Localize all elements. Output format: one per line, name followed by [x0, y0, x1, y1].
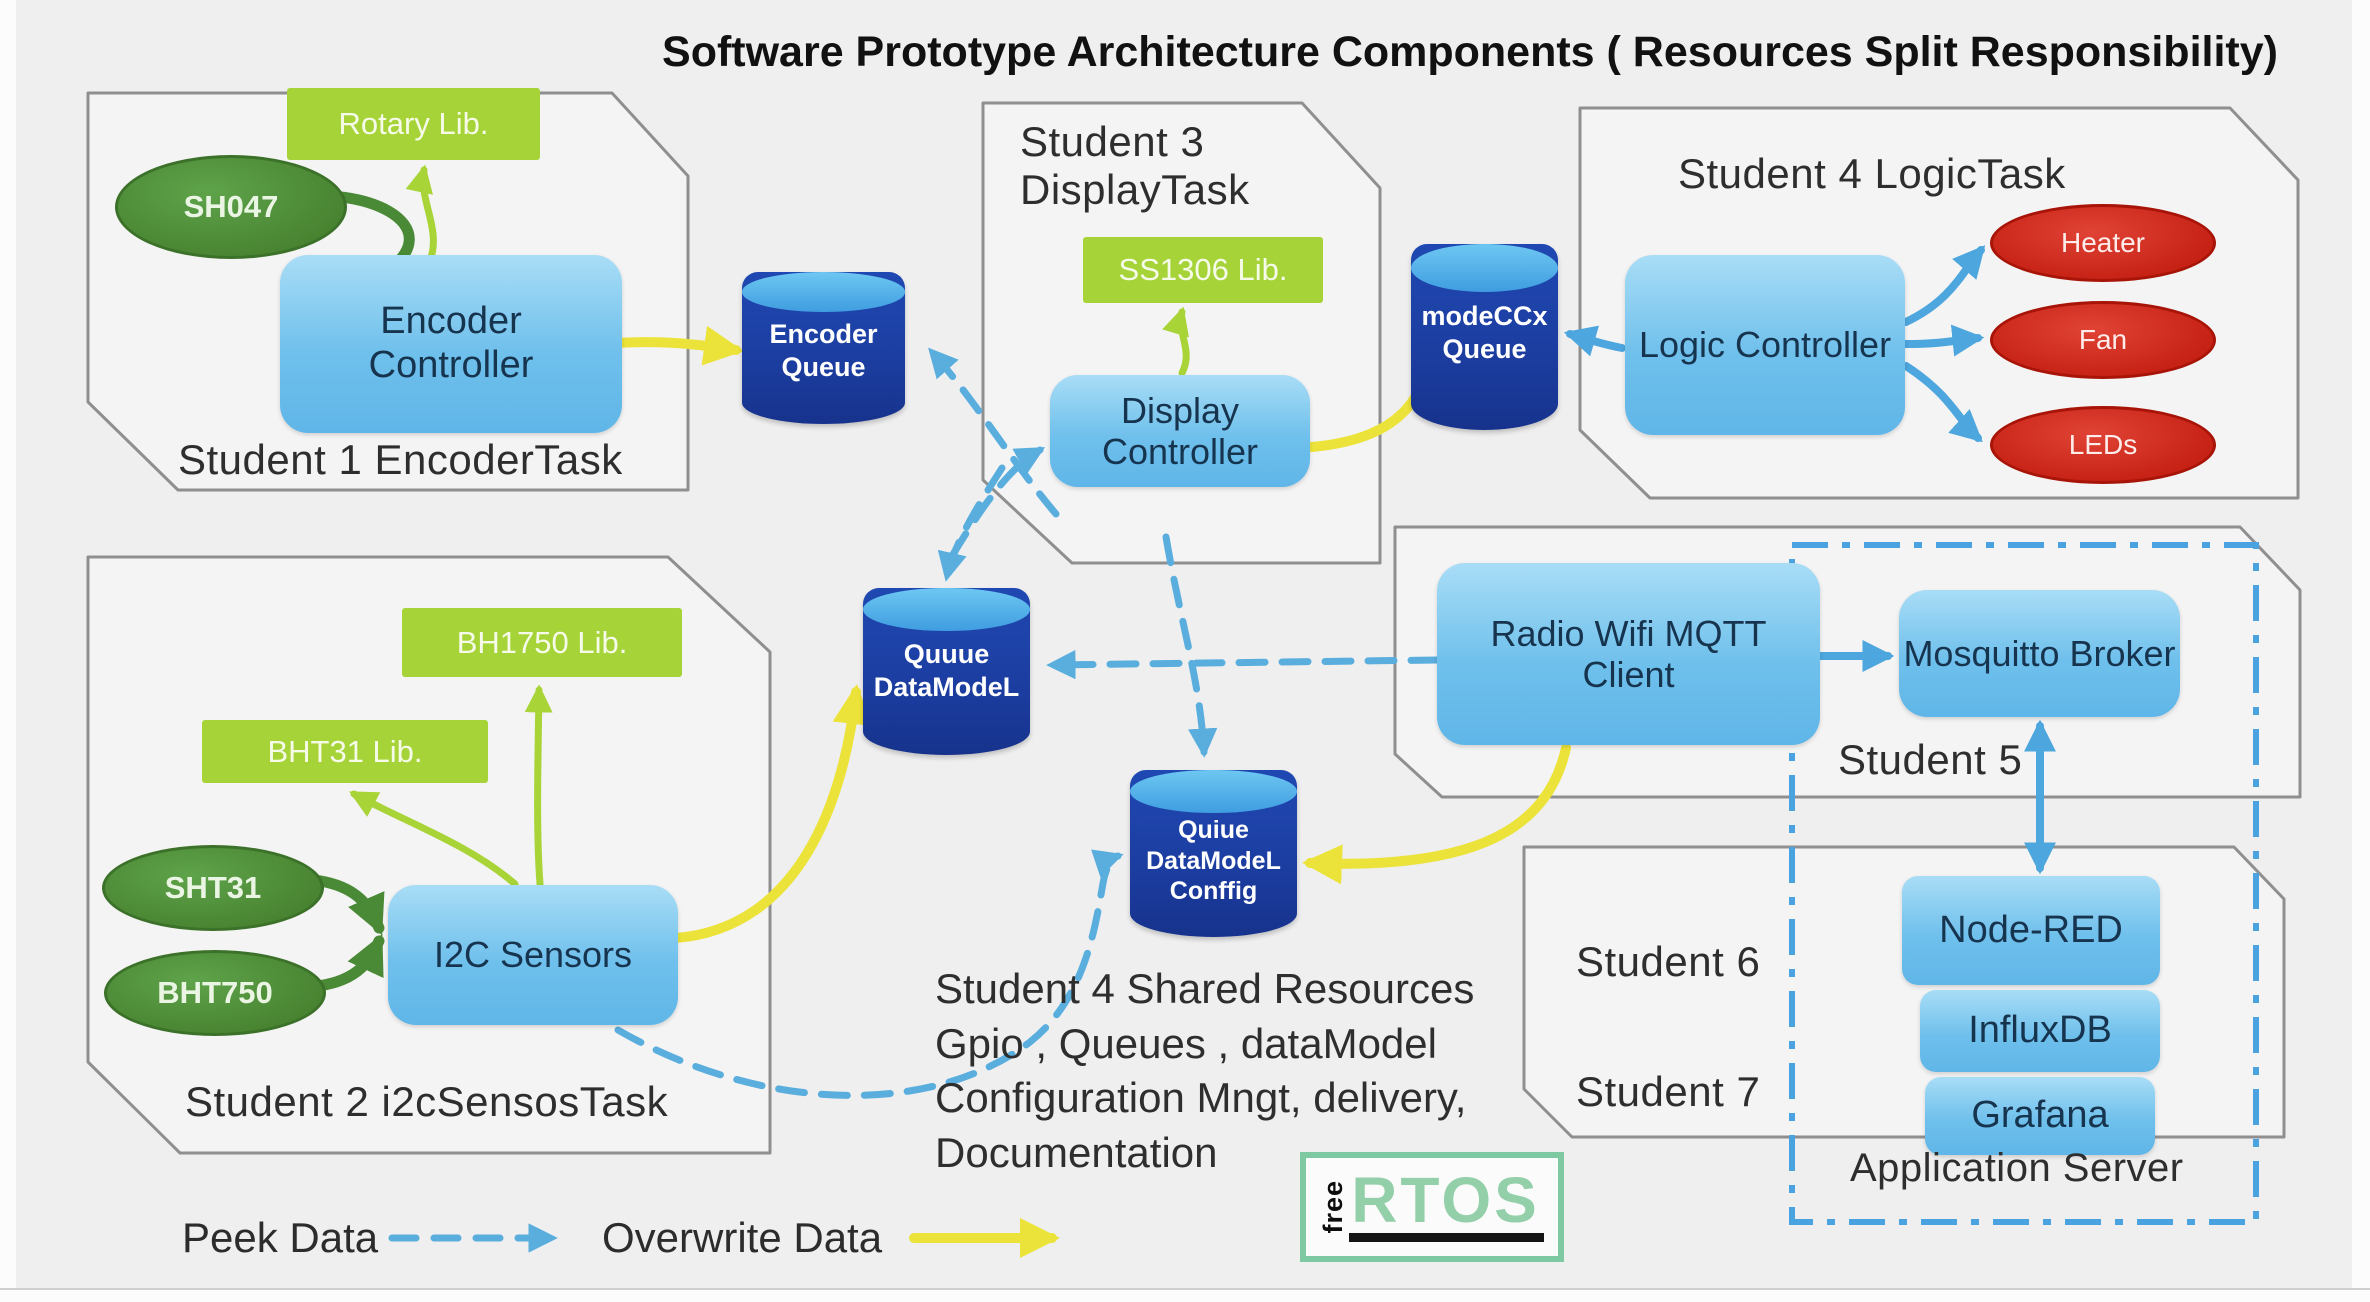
cylinder-top-face	[742, 272, 905, 312]
student3-task-label: Student 3 DisplayTask	[1020, 118, 1250, 213]
rotary-lib-box: Rotary Lib.	[287, 88, 540, 160]
display-controller-box: Display Controller	[1050, 375, 1310, 487]
legend-overwrite-label: Overwrite Data	[602, 1214, 883, 1261]
cylinder-top-face	[863, 588, 1030, 632]
arrow-i2c-to-bht31-lib	[349, 790, 519, 888]
diagram-title: Software Prototype Architecture Componen…	[662, 28, 2278, 76]
application-server-boundary	[1789, 542, 2259, 1225]
queue-datamodel-label: Quuue DataModeL	[873, 639, 1020, 703]
arrow-bht750-to-i2c	[312, 933, 385, 992]
queue-datamodel-cylinder: Quuue DataModeL	[863, 588, 1030, 755]
freertos-rtos-text: RTOS	[1349, 1168, 1544, 1243]
peek-display-controller-to-queue-config	[1162, 533, 1218, 758]
influxdb-box: InfluxDB	[1920, 990, 2160, 1072]
arrow-encoder-to-rotary-lib	[405, 164, 437, 264]
student4-task-label: Student 4 LogicTask	[1678, 150, 2066, 197]
arrow-logic-to-heater	[1902, 245, 1986, 326]
cylinder-top-face	[1130, 770, 1297, 814]
queue-datamodel-config-label: Quiue DataModeL Conffig	[1146, 816, 1281, 906]
arrow-i2c-to-bh1750-lib	[524, 684, 553, 888]
node-red-box: Node-RED	[1902, 876, 2160, 985]
peek-queue-datamodel-to-display-controller	[948, 446, 1046, 560]
radio-wifi-mqtt-client-box: Radio Wifi MQTT Client	[1437, 563, 1820, 745]
peek-into-queue-datamodel-top	[937, 464, 1006, 582]
bht31-lib-box: BHT31 Lib.	[202, 720, 488, 783]
peek-radio-wifi-to-queue-datamodel	[1046, 649, 1441, 680]
arrow-radio-wifi-to-queue-config	[1302, 743, 1571, 885]
freertos-free-text: free	[1318, 1180, 1349, 1234]
encoder-queue-cylinder: Encoder Queue	[742, 272, 905, 424]
student2-task-label: Student 2 i2cSensosTask	[185, 1078, 669, 1125]
mosquitto-broker-box: Mosquitto Broker	[1899, 590, 2180, 717]
peek-display-to-encoder-queue	[928, 347, 1060, 518]
student7-task-label: Student 7	[1576, 1068, 1761, 1115]
arrow-sht31-to-i2c	[308, 874, 385, 936]
student6-task-label: Student 6	[1576, 938, 1761, 985]
legend-peek-label: Peek Data	[182, 1214, 379, 1261]
arrow-logic-to-modeccx-queue	[1563, 325, 1626, 357]
bh1750-lib-box: BH1750 Lib.	[402, 608, 682, 677]
arrow-display-to-ss1306-lib	[1162, 306, 1190, 377]
bht750-sensor: BHT750	[104, 950, 326, 1036]
application-server-label: Application Server	[1850, 1146, 2184, 1190]
modeccx-queue-cylinder: modeCCx Queue	[1411, 244, 1558, 430]
heater-actuator: Heater	[1990, 204, 2216, 282]
shared-resources-note: Student 4 Shared Resources Gpio , Queues…	[935, 965, 1475, 1176]
queue-datamodel-config-cylinder: Quiue DataModeL Conffig	[1130, 770, 1297, 937]
student1-task-label: Student 1 EncoderTask	[178, 436, 623, 483]
cylinder-top-face	[1411, 244, 1558, 293]
peek-i2c-sensors-to-queue-config	[614, 849, 1124, 1099]
encoder-controller-box: Encoder Controller	[280, 255, 622, 433]
left-margin	[0, 0, 16, 1302]
bottom-margin	[0, 1288, 2370, 1302]
arrow-logic-to-fan	[1902, 324, 1985, 357]
grafana-box: Grafana	[1925, 1077, 2155, 1155]
arrow-i2c-sensors-to-queue-datamodel	[671, 684, 873, 943]
freertos-logo: free RTOS	[1300, 1152, 1564, 1262]
sht31-sensor: SHT31	[102, 845, 324, 931]
encoder-queue-label: Encoder Queue	[769, 318, 878, 382]
fan-actuator: Fan	[1990, 301, 2216, 379]
student5-task-label: Student 5	[1838, 736, 2023, 783]
ss1306-lib-box: SS1306 Lib.	[1083, 237, 1323, 303]
i2c-sensors-box: I2C Sensors	[388, 885, 678, 1025]
modeccx-queue-label: modeCCx Queue	[1421, 300, 1548, 364]
right-margin	[2352, 0, 2370, 1302]
sh047-sensor: SH047	[115, 155, 347, 259]
leds-actuator: LEDs	[1990, 406, 2216, 484]
arrow-logic-to-leds	[1902, 362, 1983, 443]
logic-controller-box: Logic Controller	[1625, 255, 1905, 435]
